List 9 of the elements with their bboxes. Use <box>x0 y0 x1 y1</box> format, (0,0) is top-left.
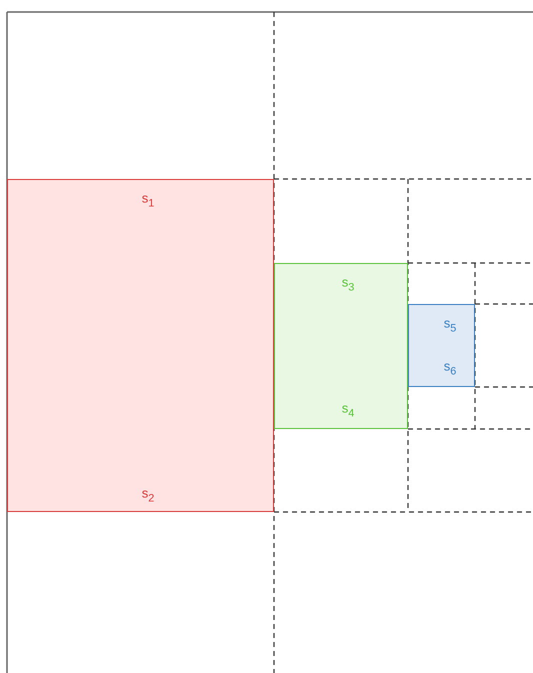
square <box>408 304 475 387</box>
side-label: s$_{4}$ <box>342 400 354 420</box>
side-label: s$_{1}$ <box>142 190 154 210</box>
side-label: s$_{5}$ <box>444 316 456 334</box>
side-label: s$_{3}$ <box>342 274 354 294</box>
side-label: s$_{6}$ <box>444 358 456 378</box>
side-label: s$_{2}$ <box>142 486 154 504</box>
square <box>7 179 274 512</box>
square <box>274 263 408 429</box>
